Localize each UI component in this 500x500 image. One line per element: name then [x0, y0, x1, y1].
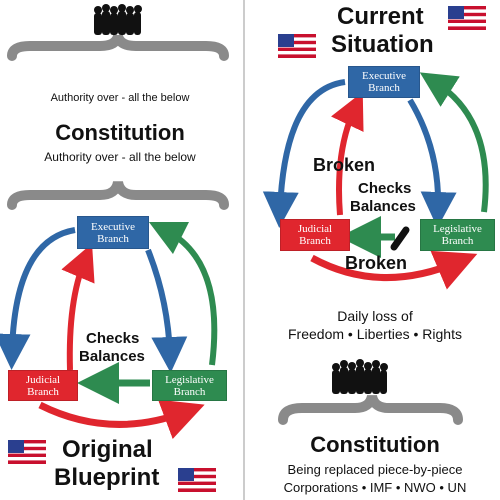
- constitution-authority-left: Authority over - all the below: [44, 150, 196, 164]
- executive-branch-box-right: Executive Branch: [348, 66, 420, 98]
- organizations-text: Corporations • IMF • NWO • UN: [283, 480, 467, 495]
- broken-label-bottom: Broken: [345, 253, 408, 273]
- freedom-liberties-rights-text: Freedom • Liberties • Rights: [288, 326, 462, 342]
- balances-label-left: Balances: [79, 348, 145, 365]
- current-title: Current: [337, 3, 424, 30]
- constitution-title-left: Constitution: [55, 120, 185, 145]
- situation-title: Situation: [331, 31, 434, 58]
- caption-blueprint: Blueprint: [54, 464, 160, 491]
- balances-label-right: Balances: [350, 198, 416, 215]
- checks-label-left: Checks: [86, 330, 140, 347]
- legislative-branch-box-left: Legislative Branch: [152, 370, 227, 401]
- judicial-branch-box-right: Judicial Branch: [280, 219, 350, 251]
- being-replaced-text: Being replaced piece-by-piece: [287, 462, 463, 477]
- judicial-branch-box-left: Judicial Branch: [8, 370, 78, 401]
- top-authority-text: Authority over - all the below: [50, 92, 190, 104]
- legislative-branch-box-right: Legislative Branch: [420, 219, 495, 251]
- caption-original: Original: [62, 436, 153, 463]
- divider: [243, 0, 245, 500]
- daily-loss-text: Daily loss of: [337, 308, 413, 324]
- checks-label-right: Checks: [358, 180, 412, 197]
- constitution-title-right: Constitution: [310, 432, 440, 457]
- broken-label-top: Broken: [313, 155, 376, 175]
- executive-branch-box-left: Executive Branch: [77, 216, 149, 249]
